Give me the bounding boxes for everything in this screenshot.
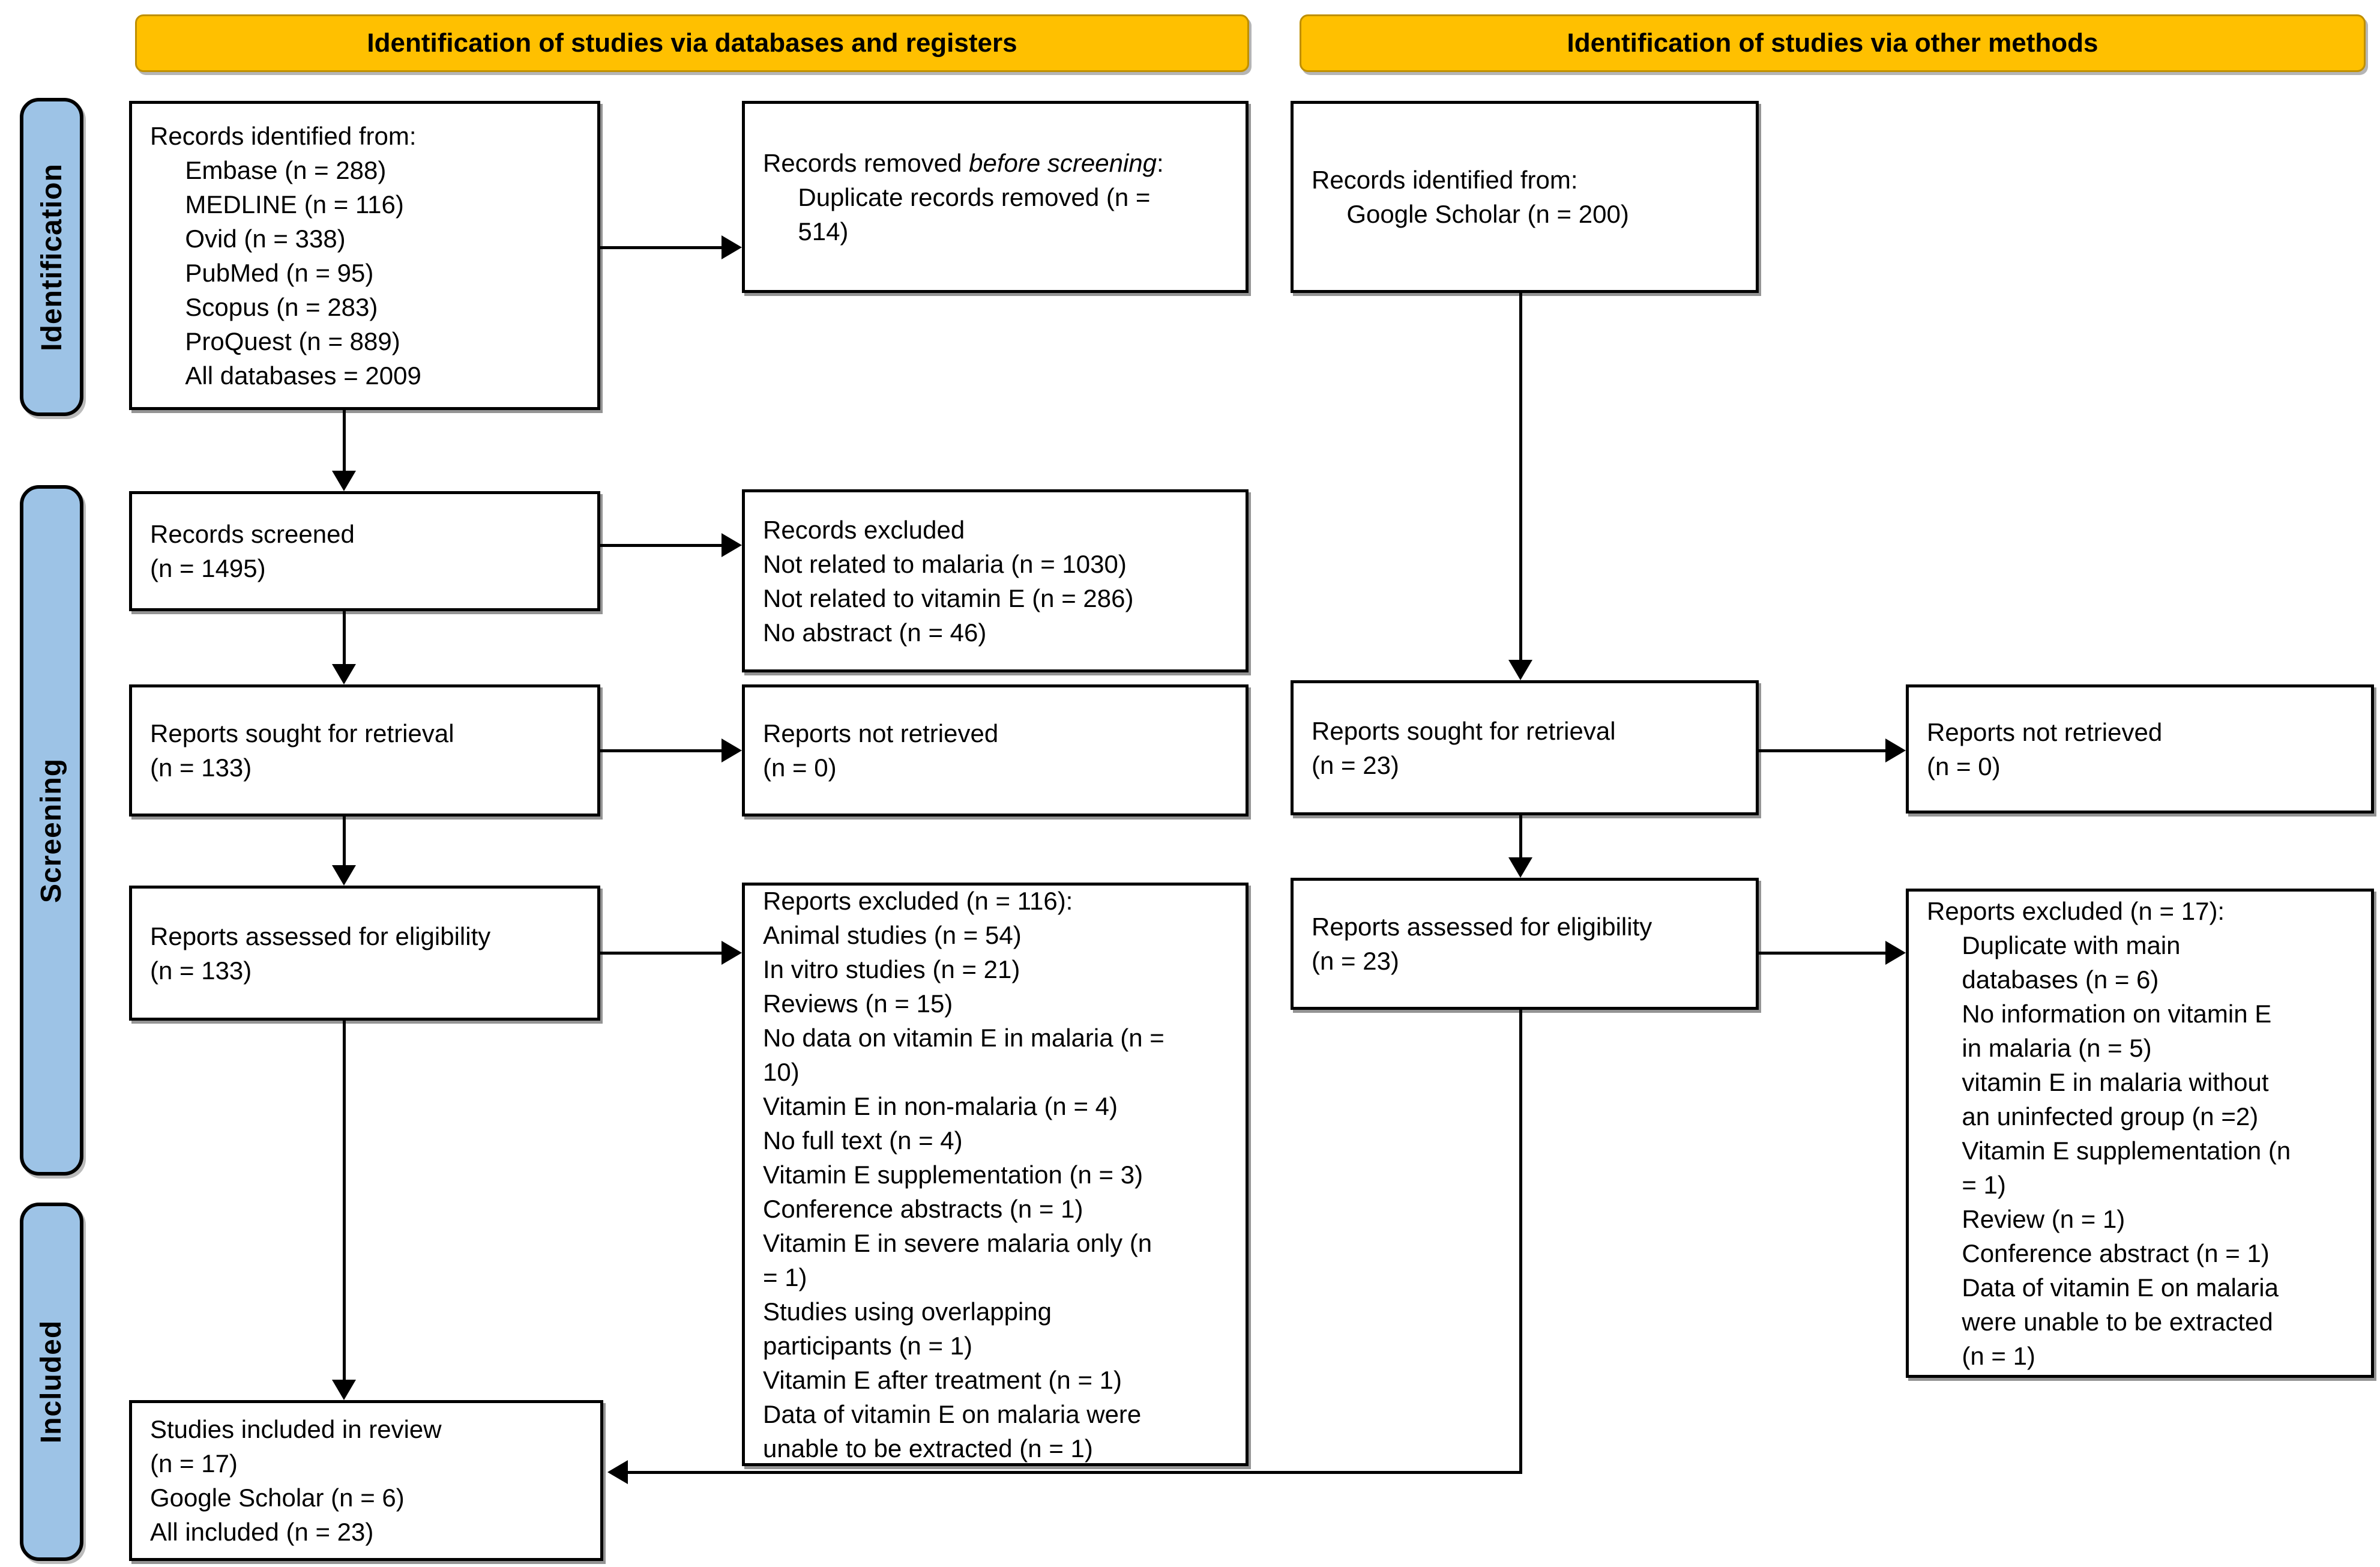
- box-reports-sought-databases: Reports sought for retrieval (n = 133): [129, 684, 600, 817]
- box-records-removed-before-screening: Records removed before screening: Duplic…: [742, 101, 1249, 293]
- arrow-gscholar-to-sought-line: [1519, 293, 1522, 660]
- phase-identification: Identification: [20, 98, 83, 416]
- arrow-screened-to-sought-line: [343, 611, 346, 664]
- records-removed-italic: before screening: [969, 148, 1157, 177]
- arrow-sought-to-notretrieved-line: [600, 749, 722, 752]
- box-reports-excluded-databases: Reports excluded (n = 116): Animal studi…: [742, 883, 1249, 1466]
- arrow-sought-other-to-notretrieved-line: [1759, 749, 1885, 752]
- arrow-other-to-included-head: [607, 1460, 628, 1484]
- phase-screening-label: Screening: [35, 758, 68, 903]
- arrow-assessed-other-to-excluded-head: [1885, 941, 1906, 965]
- box-records-screened: Records screened (n = 1495): [129, 491, 600, 611]
- arrow-assessed-to-included-head: [332, 1380, 356, 1400]
- arrow-assessed-to-included-line: [343, 1021, 346, 1380]
- records-removed-line1: Records removed before screening:: [763, 148, 1164, 177]
- box-reports-not-retrieved-other: Reports not retrieved (n = 0): [1906, 684, 2374, 814]
- arrow-other-to-included-horizontal: [628, 1471, 1522, 1474]
- arrow-identified-to-screened-head: [332, 471, 356, 491]
- arrow-screened-to-excluded-line: [600, 544, 722, 547]
- phase-included-label: Included: [35, 1320, 68, 1444]
- phase-screening: Screening: [20, 485, 83, 1176]
- arrow-sought-other-to-notretrieved-head: [1885, 738, 1906, 762]
- arrow-identified-to-removed-line: [600, 246, 722, 249]
- arrow-sought-to-notretrieved-head: [722, 738, 742, 762]
- arrow-assessed-to-excluded-line: [600, 952, 722, 955]
- arrow-gscholar-to-sought-head: [1508, 660, 1532, 680]
- arrow-sought-to-assessed-line: [343, 817, 346, 865]
- box-studies-included: Studies included in review (n = 17) Goog…: [129, 1400, 603, 1561]
- box-reports-excluded-other: Reports excluded (n = 17): Duplicate wit…: [1906, 889, 2374, 1378]
- arrow-identified-to-removed-head: [722, 235, 742, 259]
- box-reports-not-retrieved-databases: Reports not retrieved (n = 0): [742, 684, 1249, 817]
- box-reports-assessed-other: Reports assessed for eligibility (n = 23…: [1291, 878, 1759, 1010]
- box-reports-sought-other: Reports sought for retrieval (n = 23): [1291, 680, 1759, 815]
- box-records-identified-databases: Records identified from: Embase (n = 288…: [129, 101, 600, 410]
- arrow-identified-to-screened-line: [343, 410, 346, 471]
- box-records-excluded: Records excluded Not related to malaria …: [742, 489, 1249, 672]
- arrow-sought-to-assessed-head: [332, 865, 356, 886]
- arrow-sought-to-assessed-other-line: [1519, 815, 1522, 857]
- phase-included: Included: [20, 1203, 83, 1561]
- arrow-screened-to-excluded-head: [722, 533, 742, 557]
- arrow-sought-to-assessed-other-head: [1508, 857, 1532, 878]
- arrow-assessed-to-excluded-head: [722, 941, 742, 965]
- arrow-screened-to-sought-head: [332, 664, 356, 684]
- phase-identification-label: Identification: [35, 163, 68, 351]
- header-databases-registers: Identification of studies via databases …: [135, 14, 1249, 72]
- records-removed-detail: Duplicate records removed (n = 514): [798, 183, 1151, 246]
- box-records-identified-other: Records identified from: Google Scholar …: [1291, 101, 1759, 293]
- box-reports-assessed-databases: Reports assessed for eligibility (n = 13…: [129, 886, 600, 1021]
- arrow-assessed-other-to-excluded-line: [1759, 952, 1885, 955]
- header-other-methods: Identification of studies via other meth…: [1300, 14, 2366, 72]
- arrow-other-to-included-vertical: [1519, 1010, 1522, 1474]
